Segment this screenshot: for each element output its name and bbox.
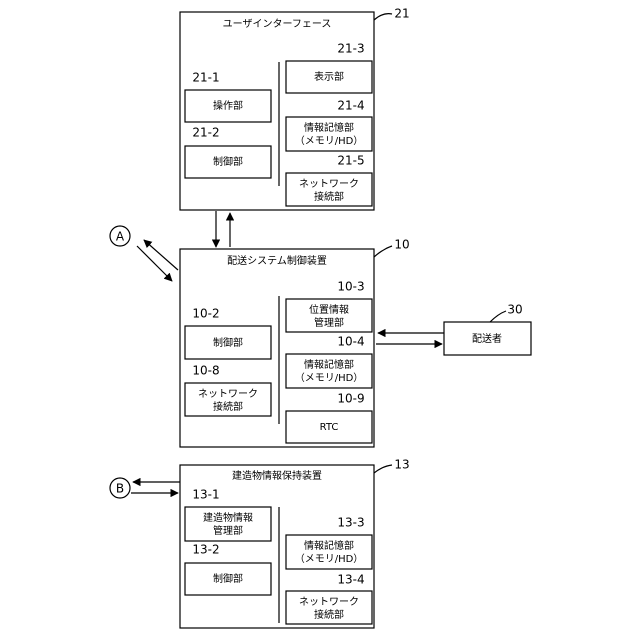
deliverer-ref-leader <box>490 311 506 322</box>
deliverer-ref: 30 <box>507 303 522 317</box>
delivery-network-ref: 10-8 <box>192 364 219 378</box>
delivery-position-ref: 10-3 <box>337 280 364 294</box>
ui-display-ref: 21-3 <box>337 42 364 56</box>
delivery-system-title: 配送システム制御装置 <box>227 254 327 267</box>
building-storage-label-1: 情報記憶部 <box>304 539 354 552</box>
connector-b-label: B <box>116 482 124 496</box>
delivery-network-label-2: 接続部 <box>213 400 243 413</box>
building-control-ref: 13-2 <box>192 543 219 557</box>
ui-storage-label-1: 情報記憶部 <box>304 121 354 134</box>
ui-storage-label-2: （メモリ/HD） <box>295 135 364 147</box>
building-info-title: 建造物情報保持装置 <box>232 469 322 482</box>
deliverer-label: 配送者 <box>472 332 502 345</box>
building-mgmt-ref: 13-1 <box>192 488 219 502</box>
user-interface-ref-leader <box>374 14 392 20</box>
ui-operation-label: 操作部 <box>213 99 243 112</box>
user-interface-ref: 21 <box>394 7 409 21</box>
delivery-rtc-ref: 10-9 <box>337 392 364 406</box>
delivery-system-ref-leader <box>374 246 392 257</box>
ui-display-label: 表示部 <box>314 70 344 83</box>
deliverer-block: 30 配送者 <box>444 303 531 356</box>
building-mgmt-label-1: 建造物情報 <box>203 511 253 524</box>
delivery-to-a-arrow <box>144 240 178 270</box>
ui-storage-ref: 21-4 <box>337 99 364 113</box>
ui-control-ref: 21-2 <box>192 126 219 140</box>
building-network-label-2: 接続部 <box>314 608 344 621</box>
delivery-position-label-2: 管理部 <box>314 316 344 329</box>
user-interface-block: ユーザインターフェース 21 21-1 操作部 21-2 制御部 21-3 表示… <box>180 7 410 211</box>
delivery-network-label-1: ネットワーク <box>198 388 258 400</box>
building-network-ref: 13-4 <box>337 573 364 587</box>
connector-a-label: A <box>116 230 125 244</box>
ui-control-label: 制御部 <box>213 155 243 168</box>
delivery-control-label: 制御部 <box>213 336 243 349</box>
building-info-ref-leader <box>374 465 392 473</box>
ui-network-label-1: ネットワーク <box>299 178 359 190</box>
delivery-storage-label-1: 情報記憶部 <box>304 358 354 371</box>
delivery-system-ref: 10 <box>394 238 409 252</box>
ui-network-label-2: 接続部 <box>314 190 344 203</box>
building-info-ref: 13 <box>394 458 409 472</box>
ui-network-ref: 21-5 <box>337 154 364 168</box>
user-interface-title: ユーザインターフェース <box>223 18 332 30</box>
building-network-label-1: ネットワーク <box>299 596 359 608</box>
ui-operation-ref: 21-1 <box>192 71 219 85</box>
building-storage-ref: 13-3 <box>337 516 364 530</box>
delivery-position-label-1: 位置情報 <box>309 303 349 316</box>
delivery-rtc-label: RTC <box>320 422 339 433</box>
delivery-system-block: 配送システム制御装置 10 10-2 制御部 10-8 ネットワーク 接続部 1… <box>180 238 410 448</box>
building-info-block: 建造物情報保持装置 13 13-1 建造物情報 管理部 13-2 制御部 13-… <box>180 458 410 629</box>
building-control-label: 制御部 <box>213 572 243 585</box>
delivery-control-ref: 10-2 <box>192 307 219 321</box>
building-mgmt-label-2: 管理部 <box>213 524 243 537</box>
delivery-storage-ref: 10-4 <box>337 335 364 349</box>
delivery-storage-label-2: （メモリ/HD） <box>295 372 364 384</box>
building-storage-label-2: （メモリ/HD） <box>295 553 364 565</box>
a-to-delivery-arrow <box>137 246 172 281</box>
